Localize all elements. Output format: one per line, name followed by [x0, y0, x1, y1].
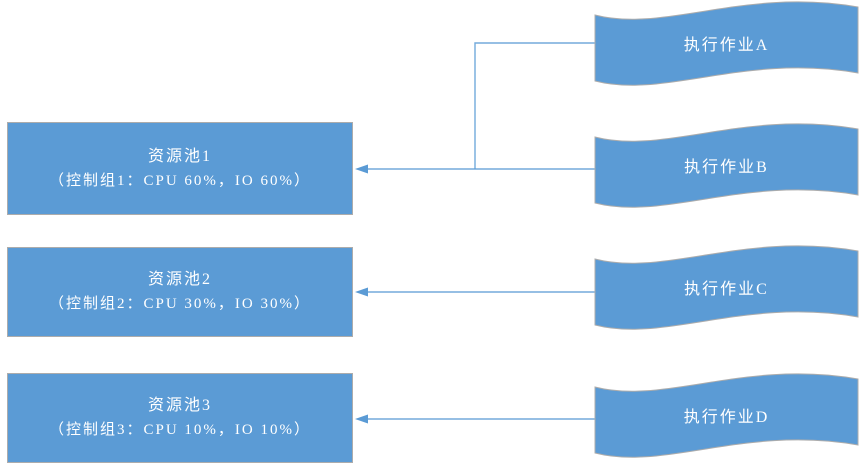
wave-shape-icon [594, 1, 859, 86]
wave-shape-icon [594, 123, 859, 208]
job-d: 执行作业D [594, 373, 859, 465]
pool-detail: （控制组1：CPU 60%，IO 60%） [49, 172, 311, 189]
job-label: 执行作业C [684, 281, 769, 298]
arrowhead-pool-2 [355, 287, 368, 297]
job-label: 执行作业D [683, 409, 770, 426]
job-a: 执行作业A [594, 1, 859, 93]
resource-pool-1: 资源池1 （控制组1：CPU 60%，IO 60%） [7, 122, 353, 215]
pool-title: 资源池2 [147, 271, 212, 288]
arrowhead-pool-1 [355, 164, 368, 174]
wave-shape-icon [594, 245, 859, 330]
pool-detail: （控制组3：CPU 10%，IO 10%） [49, 422, 311, 438]
job-label: 执行作业A [683, 37, 770, 54]
arrowhead-pool-3 [355, 414, 368, 424]
pool-title: 资源池1 [147, 147, 212, 165]
resource-pool-3: 资源池3 （控制组3：CPU 10%，IO 10%） [7, 373, 353, 463]
pool-detail: （控制组2：CPU 30%，IO 30%） [49, 296, 311, 312]
job-c: 执行作业C [594, 245, 859, 337]
resource-pool-2: 资源池2 （控制组2：CPU 30%，IO 30%） [7, 247, 353, 337]
job-label: 执行作业B [684, 159, 769, 176]
pool-title: 资源池3 [147, 397, 212, 414]
connector-job-a-to-pool-1 [474, 42, 595, 169]
wave-shape-icon [594, 373, 859, 458]
job-b: 执行作业B [594, 123, 859, 215]
